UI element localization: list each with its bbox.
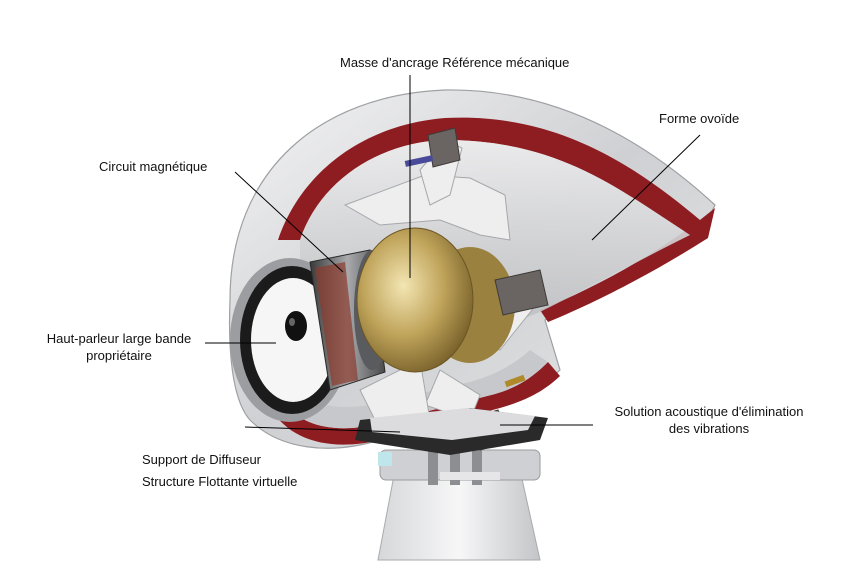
label-magnetic-circuit: Circuit magnétique: [99, 159, 208, 174]
leader-diffuser-support: [244, 426, 401, 433]
rods: [404, 155, 526, 388]
anchor-mass: [356, 227, 515, 373]
label-floating-structure: Structure Flottante virtuelle: [142, 474, 298, 489]
label-wideband-driver-line1: Haut-parleur large bande: [46, 331, 192, 346]
label-acoustic-solution-line1: Solution acoustique d'élimination: [614, 404, 804, 419]
label-wideband-driver: Haut-parleur large bande propriétaire: [34, 330, 204, 364]
label-wideband-driver-line2: propriétaire: [86, 348, 152, 363]
leader-magnetic-circuit: [234, 171, 344, 273]
label-acoustic-solution: Solution acoustique d'élimination des vi…: [594, 403, 824, 437]
stand: [377, 440, 541, 561]
leader-lines: [205, 75, 701, 433]
label-diffuser-support: Support de Diffuseur: [142, 452, 261, 467]
label-ovoid-shape: Forme ovoïde: [659, 111, 740, 126]
label-acoustic-solution-line2: des vibrations: [668, 421, 750, 436]
label-anchor-mass: Masse d'ancrage Référence mécanique: [340, 55, 570, 70]
base-plate: [355, 408, 548, 466]
leader-ovoid-shape: [591, 134, 701, 241]
